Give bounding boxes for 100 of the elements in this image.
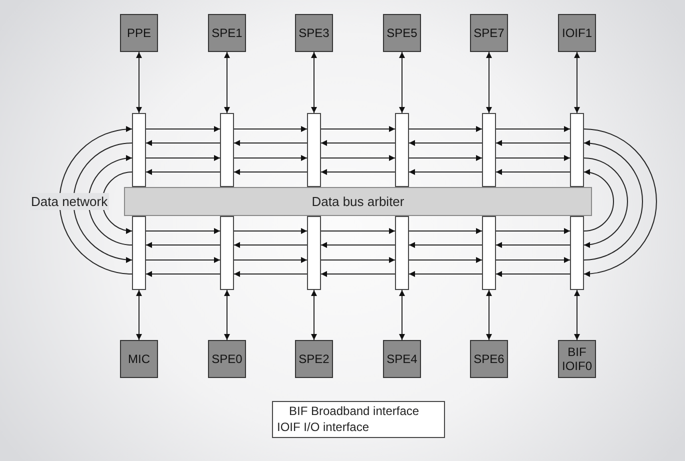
arrow — [311, 52, 317, 114]
arrow — [320, 271, 396, 277]
node-label: SPE5 — [386, 26, 418, 40]
arrow — [408, 228, 482, 234]
ramp-bar — [395, 216, 409, 290]
arrow — [320, 140, 396, 146]
ramp-bar — [220, 113, 234, 187]
node-label: MIC — [128, 352, 150, 366]
arrow — [496, 126, 570, 132]
arrow — [320, 242, 396, 248]
arrow — [408, 169, 482, 175]
arrow — [146, 257, 220, 263]
ramp-bar — [570, 113, 584, 187]
network-label: Data network — [30, 193, 109, 210]
unit-box — [558, 340, 596, 378]
arrow — [224, 290, 230, 340]
arrow — [496, 155, 570, 161]
ring-arc-arrow — [584, 128, 657, 277]
node-label: SPE1 — [212, 26, 242, 40]
arrow — [146, 126, 220, 132]
arrow — [136, 52, 142, 114]
ramp-bar — [132, 113, 146, 187]
arrow — [320, 257, 396, 263]
arrow — [320, 228, 396, 234]
arrow — [146, 271, 220, 277]
arrow — [496, 169, 570, 175]
arrow — [408, 140, 482, 146]
arrow — [399, 290, 405, 340]
arrow — [136, 290, 142, 340]
arrow — [574, 52, 580, 114]
ring-arc-arrow — [102, 172, 132, 234]
legend-text: BIF Broadband interface — [289, 404, 420, 418]
node-label: SPE2 — [298, 352, 330, 366]
arrow — [234, 140, 308, 146]
arrow — [496, 242, 570, 248]
unit-box — [558, 14, 596, 52]
arrow — [496, 257, 570, 263]
ramp-bar — [220, 216, 234, 290]
arrow — [234, 126, 308, 132]
ring-arc-arrow — [584, 140, 643, 260]
arrow — [408, 155, 482, 161]
arrow — [486, 52, 492, 114]
arrow — [408, 271, 482, 277]
unit-box — [120, 340, 158, 378]
arrow — [234, 155, 308, 161]
unit-box — [295, 14, 333, 52]
unit-box — [120, 14, 158, 52]
ring-arc-arrow — [73, 142, 132, 263]
ramp-bar — [570, 216, 584, 290]
node-label: SPE3 — [298, 26, 330, 40]
node-label: SPE7 — [474, 26, 504, 40]
arrow — [574, 290, 580, 340]
ring-arc-arrow — [59, 126, 132, 274]
ramp-bar — [482, 113, 496, 187]
arrow — [146, 228, 220, 234]
arrow — [234, 228, 308, 234]
arrow — [234, 257, 308, 263]
unit-box — [208, 340, 246, 378]
arrow — [320, 169, 396, 175]
arrow — [311, 290, 317, 340]
arbiter-bar — [124, 187, 592, 216]
ring-arc-arrow — [88, 155, 132, 246]
node-label: IOIF0 — [562, 359, 592, 373]
ring-arc-arrow — [584, 169, 614, 232]
arrow — [408, 257, 482, 263]
arrow — [146, 169, 220, 175]
node-label: Data bus arbiter — [312, 194, 404, 209]
ramp-bar — [307, 113, 321, 187]
arrow — [486, 290, 492, 340]
arrow — [224, 52, 230, 114]
node-label: BIF — [568, 345, 586, 359]
arrow — [496, 140, 570, 146]
arrow — [234, 271, 308, 277]
node-label: IOIF1 — [562, 26, 592, 40]
unit-box — [470, 14, 508, 52]
arrow — [320, 126, 396, 132]
unit-box — [295, 340, 333, 378]
arrow — [234, 242, 308, 248]
arrow — [234, 169, 308, 175]
arrow — [496, 271, 570, 277]
ramp-bar — [482, 216, 496, 290]
arrow — [399, 52, 405, 114]
node-label: SPE4 — [386, 352, 418, 366]
ramp-bar — [132, 216, 146, 290]
unit-box — [208, 14, 246, 52]
node-label: SPE0 — [212, 352, 242, 366]
unit-box — [383, 340, 421, 378]
arrow — [146, 140, 220, 146]
node-label: SPE6 — [474, 352, 504, 366]
unit-box — [383, 14, 421, 52]
arrow — [408, 242, 482, 248]
ring-arc-arrow — [584, 158, 628, 248]
arrow — [146, 155, 220, 161]
node-label: PPE — [126, 26, 151, 40]
arrow — [496, 228, 570, 234]
unit-box — [470, 340, 508, 378]
arrow — [408, 126, 482, 132]
legend-text: IOIF I/O interface — [277, 420, 370, 434]
arrow — [146, 242, 220, 248]
arrow — [320, 155, 396, 161]
